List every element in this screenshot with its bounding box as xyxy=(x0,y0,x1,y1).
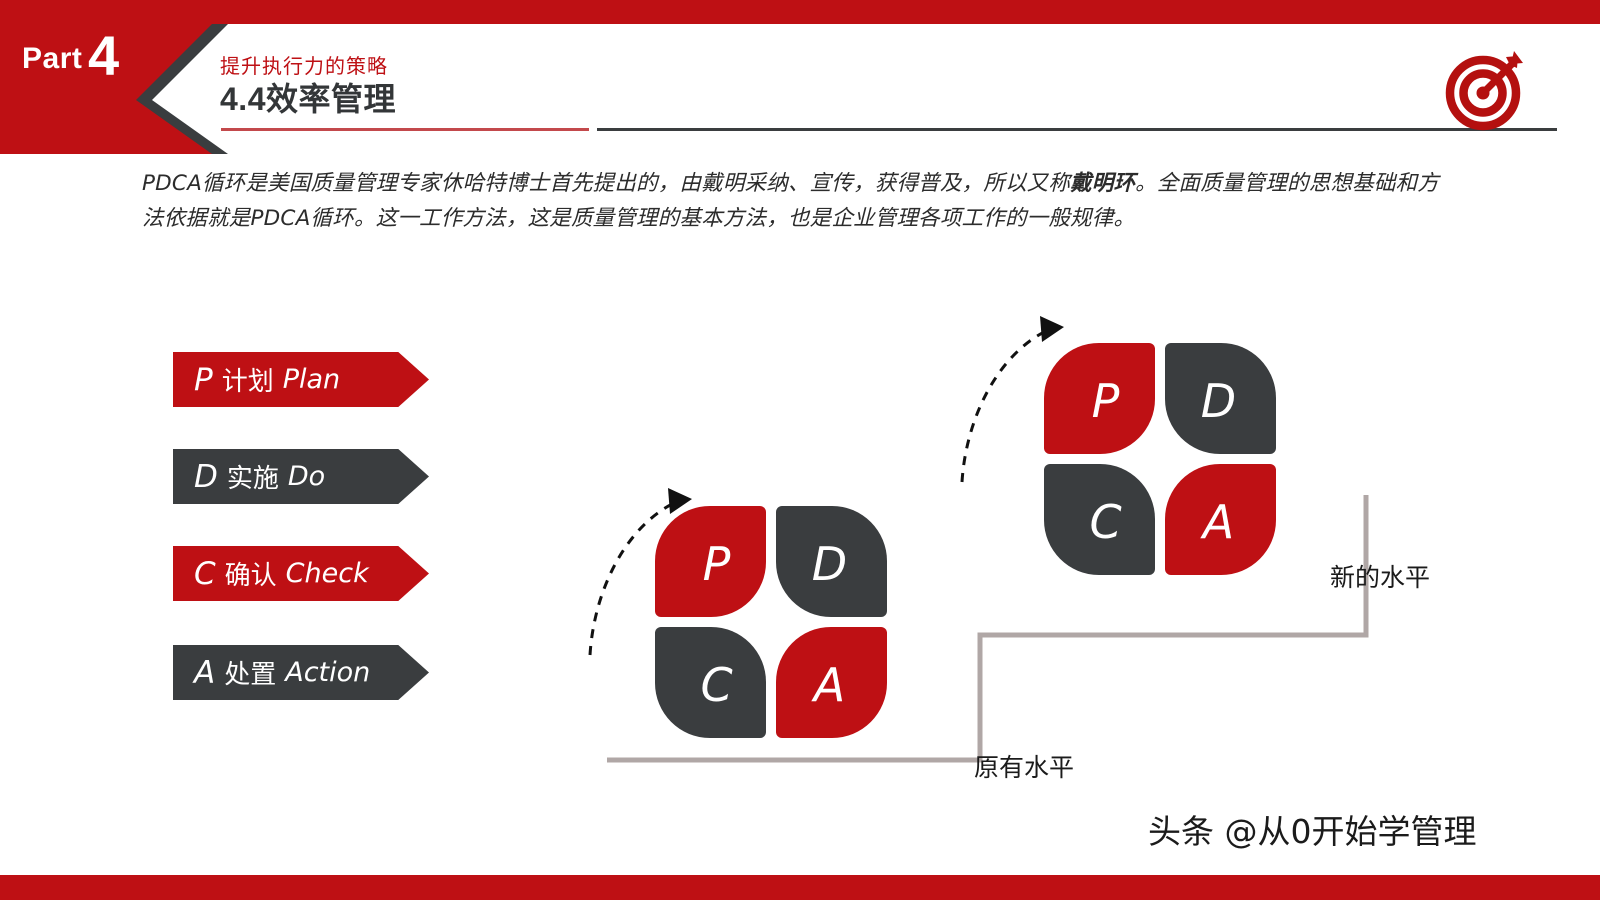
step-cn-check: 确认 xyxy=(224,561,277,591)
header-divider-dark xyxy=(597,128,1557,131)
petal-action-lower: A xyxy=(776,627,887,738)
petal-check-upper: C xyxy=(1044,464,1155,575)
step-banner-check[interactable]: C 确认 Check xyxy=(173,546,429,601)
step-banner-action[interactable]: A 处置 Action xyxy=(173,645,429,700)
step-letter-c: C xyxy=(194,555,216,592)
step-banner-do[interactable]: D 实施 Do xyxy=(173,449,429,504)
step-cn-do: 实施 xyxy=(226,464,279,494)
petal-letter-c-upper: C xyxy=(1089,494,1122,549)
label-new-level: 新的水平 xyxy=(1330,563,1431,592)
petal-plan-upper: P xyxy=(1044,343,1155,454)
paragraph-text-1: PDCA循环是美国质量管理专家休哈特博士首先提出的，由戴明采纳、宣传，获得普及，… xyxy=(142,171,1071,196)
step-banner-plan[interactable]: P 计划 Plan xyxy=(173,352,429,407)
part-banner xyxy=(0,24,640,154)
petal-do-upper: D xyxy=(1165,343,1276,454)
petal-do-lower: D xyxy=(776,506,887,617)
step-cn-action: 处置 xyxy=(224,660,277,690)
target-bullseye-icon xyxy=(1444,48,1528,132)
petal-letter-d-upper: D xyxy=(1200,373,1237,428)
header-subtitle: 提升执行力的策略 xyxy=(220,56,388,78)
step-letter-d: D xyxy=(194,458,218,495)
bottom-red-bar xyxy=(0,875,1600,900)
petal-action-upper: A xyxy=(1165,464,1276,575)
top-red-bar xyxy=(0,0,1600,24)
petal-check-lower: C xyxy=(655,627,766,738)
level-staircase xyxy=(560,460,1420,790)
part-label: Part xyxy=(22,42,83,75)
step-en-check: Check xyxy=(285,558,369,589)
petal-letter-c-lower: C xyxy=(700,657,733,712)
petal-letter-p-lower: P xyxy=(702,536,731,591)
part-number: 4 xyxy=(88,24,120,87)
petal-letter-d-lower: D xyxy=(811,536,848,591)
title-underline-red xyxy=(221,128,589,131)
watermark-text: 头条 @从0开始学管理 xyxy=(1148,812,1477,851)
step-letter-p: P xyxy=(194,361,213,398)
petal-letter-a-upper: A xyxy=(1202,494,1235,549)
body-paragraph: PDCA循环是美国质量管理专家休哈特博士首先提出的，由戴明采纳、宣传，获得普及，… xyxy=(142,166,1444,236)
label-old-level: 原有水平 xyxy=(974,753,1075,782)
step-letter-a: A xyxy=(194,654,216,691)
petal-letter-a-lower: A xyxy=(813,657,846,712)
step-cn-plan: 计划 xyxy=(221,367,274,397)
rotation-arrow-upper xyxy=(952,300,1082,495)
rotation-arrow-lower xyxy=(580,470,710,665)
pdca-flower-lower: P D C A xyxy=(655,506,887,738)
step-en-do: Do xyxy=(287,461,326,492)
petal-letter-p-upper: P xyxy=(1091,373,1120,428)
paragraph-text-2: 。全面质量管理的思想基础和方法依据就是PDCA循环。这一工作方法，这是质量管理的… xyxy=(142,171,1439,231)
petal-plan-lower: P xyxy=(655,506,766,617)
step-en-plan: Plan xyxy=(282,364,341,395)
step-en-action: Action xyxy=(285,657,371,688)
pdca-flower-upper: P D C A xyxy=(1044,343,1276,575)
paragraph-bold-term: 戴明环 xyxy=(1070,171,1136,196)
page-title: 4.4效率管理 xyxy=(220,81,396,117)
